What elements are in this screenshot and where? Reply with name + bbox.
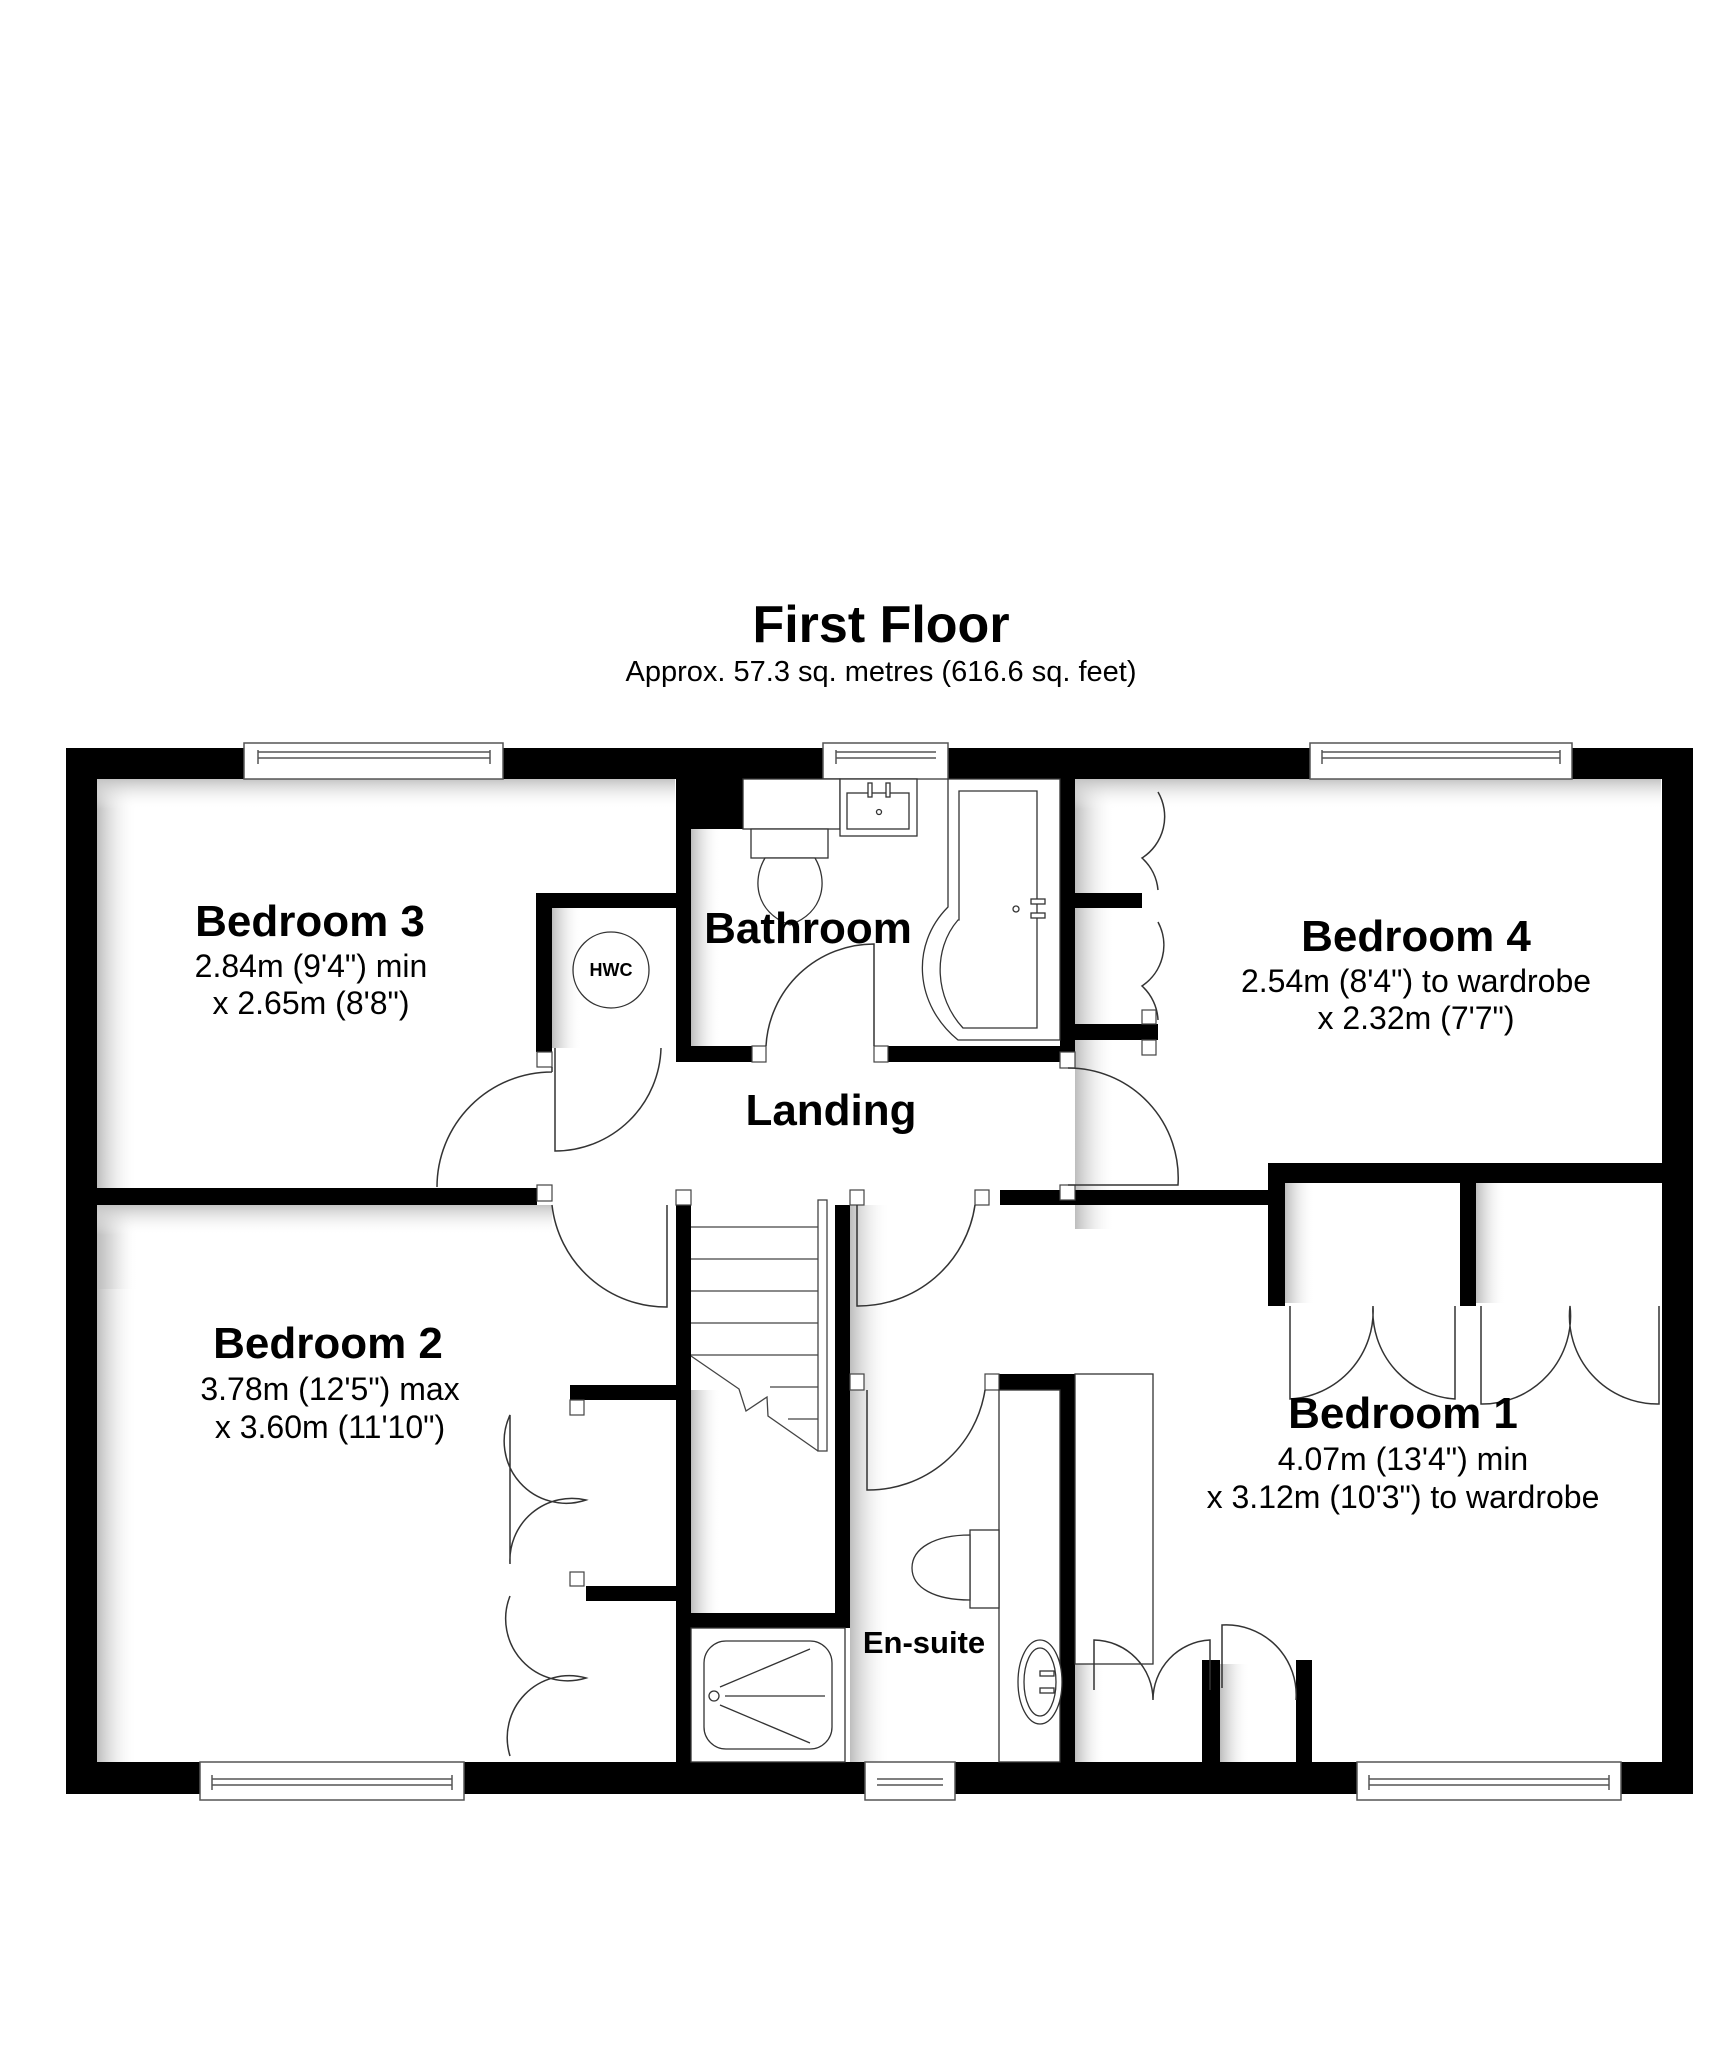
windows [199,742,1622,1801]
ensuite-fixtures [690,1373,1154,1763]
floor-title: First Floor [752,596,1010,654]
ensuite-toilet [911,1534,971,1601]
bathroom-fixtures [572,778,1061,1041]
doors [436,791,1660,1757]
room-name: Bedroom 1 [1288,1389,1518,1438]
wall-shadows [97,779,1661,1762]
toilet-bowl [757,857,823,926]
room-name: Bedroom 4 [1301,912,1531,961]
room-dimension-1: 2.54m (8'4") to wardrobe [1240,963,1592,999]
door-bedroom-2 [551,1204,668,1308]
bedroom1-wardrobe-unit [1074,1373,1154,1665]
window-en-suite [864,1761,956,1801]
room-dimension-2: x 3.60m (11'10") [214,1409,446,1445]
room-name: Bedroom 3 [195,897,425,946]
room-dimension-1: 3.78m (12'5") max [200,1371,460,1407]
door-jambs [536,1009,1157,1587]
room-name: Bathroom [704,904,912,953]
room-name: Bedroom 2 [213,1319,443,1368]
door-en-suite [866,1389,986,1491]
room-dimension-2: x 2.65m (8'8") [212,985,410,1021]
room-dimension-1: 4.07m (13'4") min [1277,1441,1529,1477]
window-bathroom [822,742,949,780]
room-dimension-2: x 3.12m (10'3") to wardrobe [1206,1479,1600,1515]
window-bedroom-2 [199,1761,465,1801]
window-bedroom-3 [243,742,504,780]
door-hwc [554,1047,662,1152]
room-name: Landing [745,1086,917,1135]
bathroom-counter [742,778,841,830]
door-bathroom [765,943,875,1047]
room-dimension-1: 2.84m (9'4") min [194,948,428,984]
hwc-cylinder [572,931,650,1009]
door-bedroom-3 [436,1067,553,1188]
toilet-cistern [750,828,829,859]
floor-area-subtitle: Approx. 57.3 sq. metres (616.6 sq. feet) [625,656,1137,688]
room-name: En-suite [862,1625,986,1660]
door-bedroom-1 [856,1204,976,1307]
door-bedroom-4 [1067,1067,1179,1186]
window-bedroom-4 [1309,742,1573,780]
window-bedroom-1 [1356,1761,1622,1801]
staircase [690,1199,828,1452]
hwc-label: HWC [589,960,633,980]
room-dimension-2: x 2.32m (7'7") [1317,1000,1515,1036]
